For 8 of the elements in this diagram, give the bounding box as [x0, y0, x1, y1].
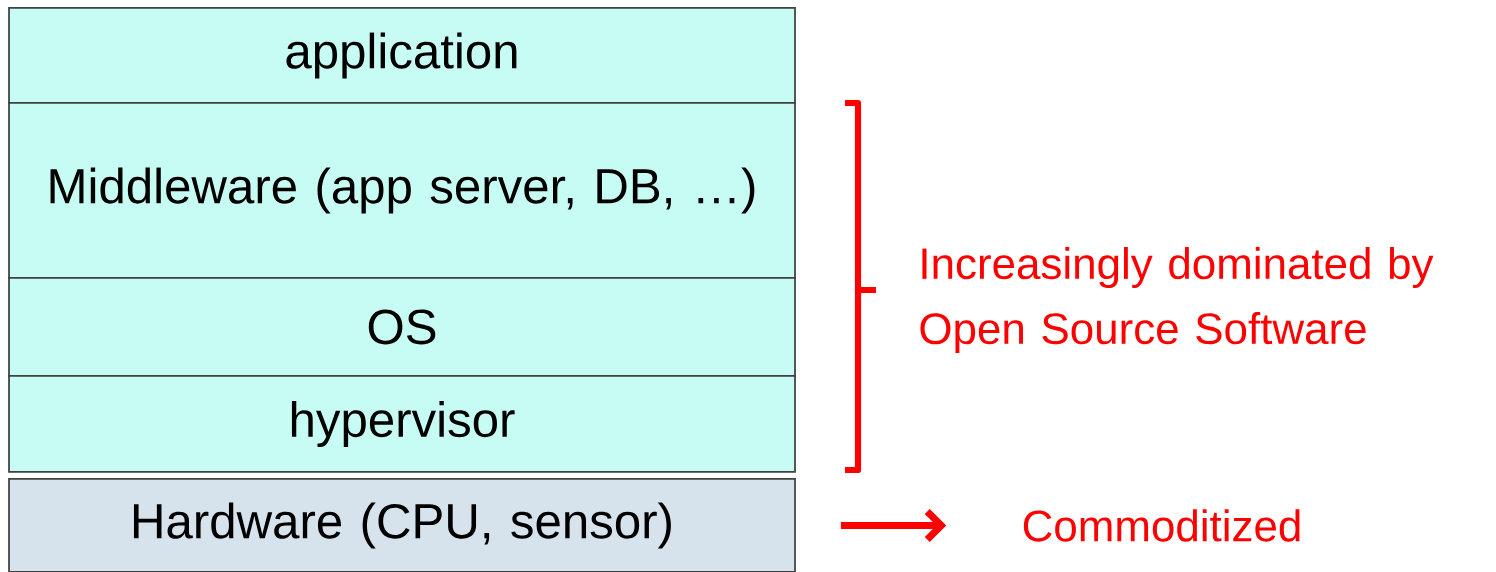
layer-box: Hardware (CPU, sensor): [8, 478, 796, 572]
layer-box: application: [8, 7, 796, 104]
layer-box: OS: [8, 277, 796, 377]
layer-box: Middleware (app server, DB, …): [8, 102, 796, 279]
arrow: [840, 508, 947, 543]
status-text: Commoditized: [1023, 509, 1300, 542]
layer-box: hypervisor: [8, 375, 796, 473]
annotation-text: Increasingly dominated by Open Source Software: [920, 247, 1434, 353]
